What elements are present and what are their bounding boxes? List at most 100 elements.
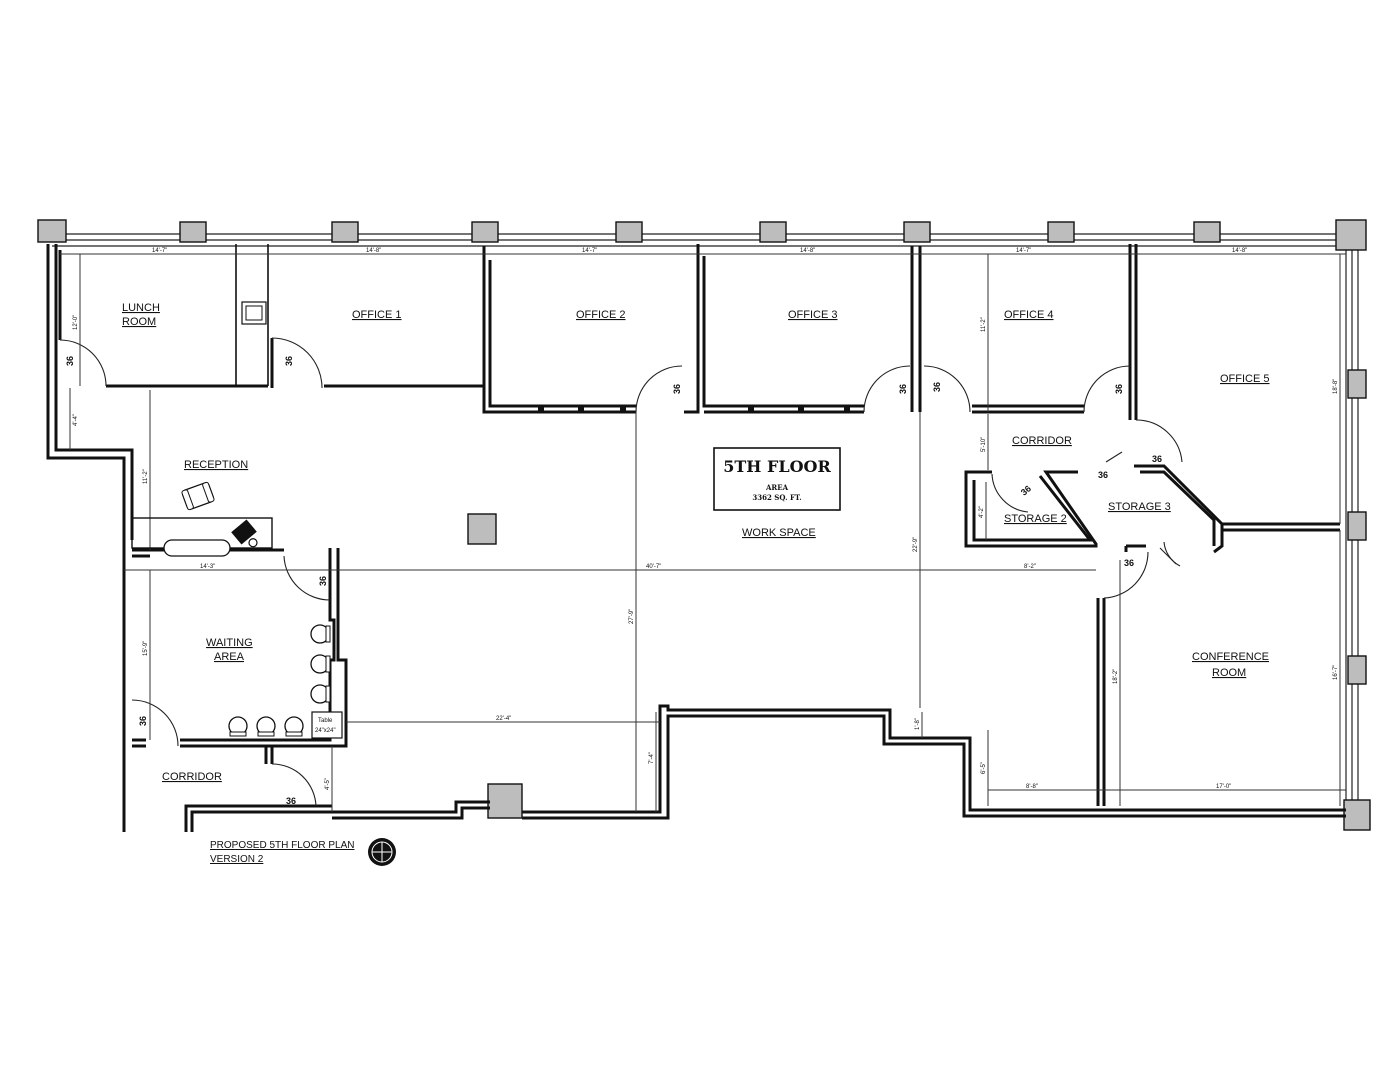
- door-label-storage-2: 36: [1019, 483, 1033, 497]
- office-4-label: OFFICE 4: [1004, 309, 1054, 321]
- door-label-storage-3: 36: [1098, 470, 1108, 480]
- column: [331, 221, 359, 243]
- door-waiting: [283, 555, 331, 601]
- plan-title-block: PROPOSED 5TH FLOOR PLAN VERSION 2: [210, 840, 354, 865]
- door-waiting-west: [131, 699, 179, 747]
- dim-mid-right: 8'-2": [1024, 564, 1036, 570]
- dim-office4-height: 11'-2": [981, 317, 987, 332]
- interior-walls: [58, 244, 1340, 806]
- door-label-lunch: 36: [65, 356, 75, 366]
- waiting-chair-icon: [310, 624, 331, 644]
- door-office-2: [635, 365, 683, 413]
- waiting-area-label-2: AREA: [214, 651, 245, 663]
- door-office-1: [271, 337, 323, 389]
- dim-workspace-vertical: 27'-9": [629, 609, 635, 624]
- dim-bottom-left: 8'-8": [1026, 784, 1038, 790]
- dim-bottom-small: 6'-5": [981, 762, 987, 774]
- dim-workspace-right: 22'-9": [913, 537, 919, 552]
- plan-version: VERSION 2: [210, 854, 264, 865]
- door-office-3: [863, 365, 911, 413]
- room-labels: LUNCH ROOM OFFICE 1 OFFICE 2 OFFICE 3 OF…: [122, 302, 1270, 783]
- door-label-corridor-lower: 36: [286, 796, 296, 806]
- dim-conference-right: 16'-7": [1333, 665, 1339, 680]
- door-label-office-4: 36: [932, 382, 942, 392]
- corridor-lower-label: CORRIDOR: [162, 771, 222, 783]
- dim-small-vertical: 1'-8": [915, 718, 921, 730]
- office-5-label: OFFICE 5: [1220, 373, 1270, 385]
- column: [1347, 655, 1367, 685]
- dim-table-run: 22'-4": [496, 716, 511, 722]
- conference-room-label: CONFERENCE: [1192, 651, 1269, 663]
- center-column: [467, 513, 497, 545]
- door-label-office-3: 36: [898, 384, 908, 394]
- dim-office5-height: 18'-8": [1333, 379, 1339, 394]
- door-label-waiting: 36: [318, 576, 328, 586]
- column: [1047, 221, 1075, 243]
- waiting-area-label: WAITING: [206, 637, 253, 649]
- south-column: [487, 783, 523, 819]
- dim-corridor-height: 5'-10": [981, 437, 987, 452]
- dimension-lines: [60, 253, 1346, 812]
- office-1-label: OFFICE 1: [352, 309, 402, 321]
- north-window-wall: [52, 233, 1352, 247]
- storage-3-label: STORAGE 3: [1108, 501, 1171, 513]
- waiting-chair-icon: [284, 716, 304, 737]
- floor-title: 5TH FLOOR: [723, 457, 831, 476]
- door-storage-3: [1163, 541, 1181, 567]
- office-3-label: OFFICE 3: [788, 309, 838, 321]
- dim-lower-vertical: 7'-4": [649, 752, 655, 764]
- waiting-chair-icon: [310, 684, 331, 704]
- side-table: [311, 711, 343, 739]
- door-label-office-5: 36: [1114, 384, 1124, 394]
- exterior-walls: [46, 244, 1346, 832]
- table-label: Table: [318, 718, 333, 724]
- door-label-corridor: 36: [1152, 454, 1162, 464]
- lunch-room-label-2: ROOM: [122, 316, 156, 328]
- column: [1347, 369, 1367, 399]
- dim-top-4: 14'-8": [800, 248, 815, 254]
- dim-conference-vertical: 18'-2": [1113, 669, 1119, 684]
- structural-columns: [37, 219, 1371, 831]
- column: [1193, 221, 1221, 243]
- door-corridor-lower: [271, 763, 317, 807]
- door-label-waiting-west: 36: [138, 716, 148, 726]
- conference-room-label-2: ROOM: [1212, 667, 1246, 679]
- column: [903, 221, 931, 243]
- door-width-labels: 36 36 36 36 36 36 36 36 36 36 36 36 36: [65, 356, 1162, 806]
- door-storage-2: [991, 473, 1029, 513]
- column: [1343, 799, 1371, 831]
- column: [1335, 219, 1367, 251]
- reception-chair-icon: [181, 481, 215, 511]
- dim-waiting-height: 15'-9": [143, 641, 149, 656]
- dim-top-5: 14'-7": [1016, 248, 1031, 254]
- work-space-label: WORK SPACE: [742, 527, 816, 539]
- column: [1347, 511, 1367, 541]
- door-lunch: [59, 339, 107, 387]
- table-size-label: 24"x24": [315, 728, 336, 734]
- waiting-chair-icon: [256, 716, 276, 737]
- reception-label: RECEPTION: [184, 459, 248, 471]
- door-conference: [1103, 551, 1149, 599]
- area-value: 3362 SQ. FT.: [752, 493, 801, 502]
- furniture: Table 24"x24": [131, 301, 396, 866]
- dimension-labels: 14'-7" 14'-8" 14'-7" 14'-8" 14'-7" 14'-8…: [73, 248, 1339, 790]
- dim-top-2: 14'-8": [366, 248, 381, 254]
- column: [37, 219, 67, 243]
- area-label: AREA: [765, 483, 789, 492]
- dim-reception-height: 11'-2": [143, 469, 149, 484]
- column: [471, 221, 499, 243]
- storage-2-label: STORAGE 2: [1004, 513, 1067, 525]
- dim-lunch-left: 4'-4": [73, 414, 79, 426]
- dim-mid-center: 40'-7": [646, 564, 661, 570]
- north-arrow-icon: [368, 838, 396, 866]
- door-corridor: [1135, 419, 1183, 463]
- column: [179, 221, 207, 243]
- office-2-label: OFFICE 2: [576, 309, 626, 321]
- door-label-office-1: 36: [284, 356, 294, 366]
- sink-icon: [241, 301, 267, 325]
- dim-storage-vertical: 4'-2": [979, 506, 985, 518]
- dim-top-6: 14'-8": [1232, 248, 1247, 254]
- plan-title: PROPOSED 5TH FLOOR PLAN: [210, 840, 354, 851]
- waiting-chair-icon: [228, 716, 248, 737]
